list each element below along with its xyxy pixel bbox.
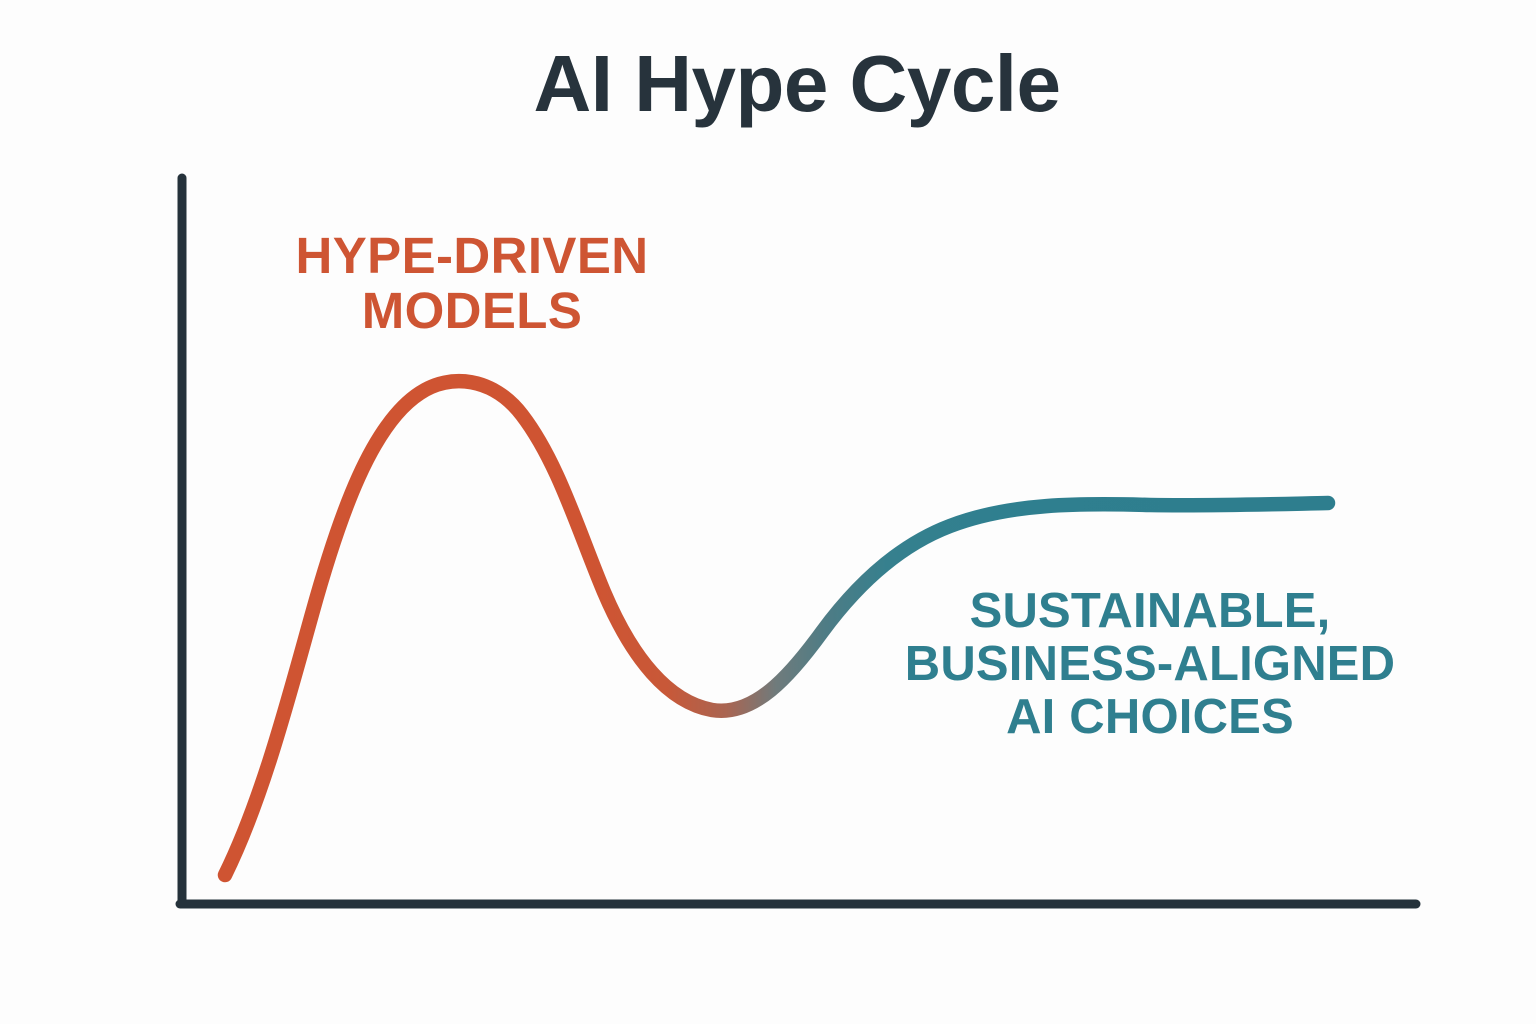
annotation-sustainable-line-3: AI CHOICES [1006,689,1294,744]
annotation-hype-driven-models: HYPE-DRIVEN MODELS [212,228,732,338]
page-title: AI Hype Cycle [533,39,1061,128]
annotation-sustainable-line-1: SUSTAINABLE, [969,584,1331,638]
annotation-hype-line-2: MODELS [361,282,583,340]
hype-cycle-curve [217,373,1336,883]
annotation-sustainable-line-2: BUSINESS-ALIGNED [904,636,1396,691]
annotation-sustainable-ai-choices: SUSTAINABLE, BUSINESS-ALIGNED AI CHOICES [845,585,1455,744]
annotation-hype-line-1: HYPE-DRIVEN [295,227,649,284]
